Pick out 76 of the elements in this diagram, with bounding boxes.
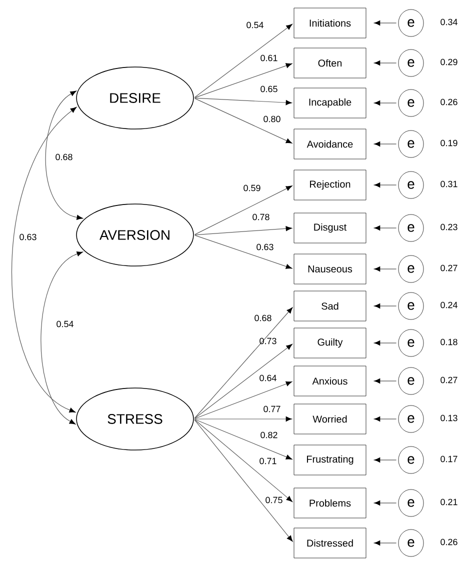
error-variance: 0.21 xyxy=(440,498,458,506)
edge-label: 0.64 xyxy=(260,374,276,382)
error-arrow xyxy=(374,182,397,188)
error-arrow xyxy=(374,60,397,66)
indicator-box: Distressed xyxy=(294,528,366,558)
edge-label: 0.68 xyxy=(56,154,72,160)
error-arrow xyxy=(374,340,397,346)
indicator-box: Worried xyxy=(294,404,366,434)
loading-arrow xyxy=(194,226,292,236)
indicator-box: Incapable xyxy=(294,88,366,118)
error-variance: 0.27 xyxy=(440,264,458,272)
error-arrow xyxy=(374,226,397,231)
error-variance: 0.27 xyxy=(440,376,458,384)
edge-label: 0.75 xyxy=(266,496,282,504)
loading-arrow xyxy=(194,419,292,460)
indicator-box: Anxious xyxy=(294,366,366,396)
error-arrow xyxy=(374,500,397,506)
indicator-box: Avoidance xyxy=(294,128,366,160)
error-variance: 0.31 xyxy=(440,180,458,188)
indicator-box: Initiations xyxy=(294,8,366,38)
error-arrow xyxy=(374,142,397,147)
error-arrow xyxy=(374,416,397,422)
edge-label: 0.68 xyxy=(254,314,272,322)
error-variance: 0.18 xyxy=(440,338,458,346)
indicator-box: Sad xyxy=(294,290,366,322)
error-variance: 0.19 xyxy=(440,140,458,146)
correlation-arrow xyxy=(11,107,77,413)
edge-label: 0.63 xyxy=(20,234,36,240)
error-variance: 0.24 xyxy=(440,302,458,308)
edge-label: 0.59 xyxy=(244,184,260,192)
loading-arrow xyxy=(194,98,292,106)
indicator-box: Frustrating xyxy=(294,444,366,476)
edge-label: 0.61 xyxy=(260,54,278,62)
error-arrow xyxy=(374,304,397,308)
error-variance: 0.34 xyxy=(440,18,458,26)
loading-arrow xyxy=(194,63,292,98)
indicator-box: Disgust xyxy=(294,212,366,244)
loading-arrow xyxy=(194,235,292,269)
loading-arrow xyxy=(194,344,292,419)
indicator-box: Nauseous xyxy=(294,254,366,284)
loading-arrow xyxy=(194,307,293,419)
error-arrow xyxy=(374,378,397,384)
loading-arrow xyxy=(194,381,292,419)
edge-label: 0.78 xyxy=(252,214,270,220)
error-variance: 0.29 xyxy=(440,58,458,66)
error-variance: 0.23 xyxy=(440,224,458,230)
loading-arrow xyxy=(194,98,292,144)
error-arrow xyxy=(374,20,397,26)
edge-label: 0.80 xyxy=(264,116,280,122)
indicator-box: Problems xyxy=(294,488,366,518)
loading-arrow xyxy=(194,419,293,542)
edge-label: 0.82 xyxy=(260,432,278,438)
error-arrow xyxy=(374,540,397,546)
edge-label: 0.65 xyxy=(260,86,278,92)
error-variance: 0.13 xyxy=(440,414,458,422)
loading-arrow xyxy=(194,24,292,98)
edge-label: 0.54 xyxy=(56,320,74,328)
edge-label: 0.73 xyxy=(260,338,276,344)
correlation-arrow xyxy=(45,90,83,220)
error-variance: 0.26 xyxy=(440,98,458,106)
loading-arrow xyxy=(194,416,292,422)
loading-arrow xyxy=(194,186,292,235)
indicator-box: Often xyxy=(294,48,366,78)
edge-label: 0.71 xyxy=(260,458,276,464)
indicator-box: Rejection xyxy=(294,170,366,200)
error-arrow xyxy=(374,100,397,106)
correlation-arrow xyxy=(40,251,83,424)
error-arrow xyxy=(374,266,397,272)
edge-label: 0.63 xyxy=(256,244,274,250)
error-variance: 0.26 xyxy=(440,538,458,546)
error-variance: 0.17 xyxy=(440,456,458,462)
edge-label: 0.54 xyxy=(246,22,264,28)
edge-label: 0.77 xyxy=(264,406,280,412)
indicator-box: Guilty xyxy=(294,328,366,358)
error-arrow xyxy=(374,458,397,462)
loading-arrow xyxy=(194,419,292,502)
